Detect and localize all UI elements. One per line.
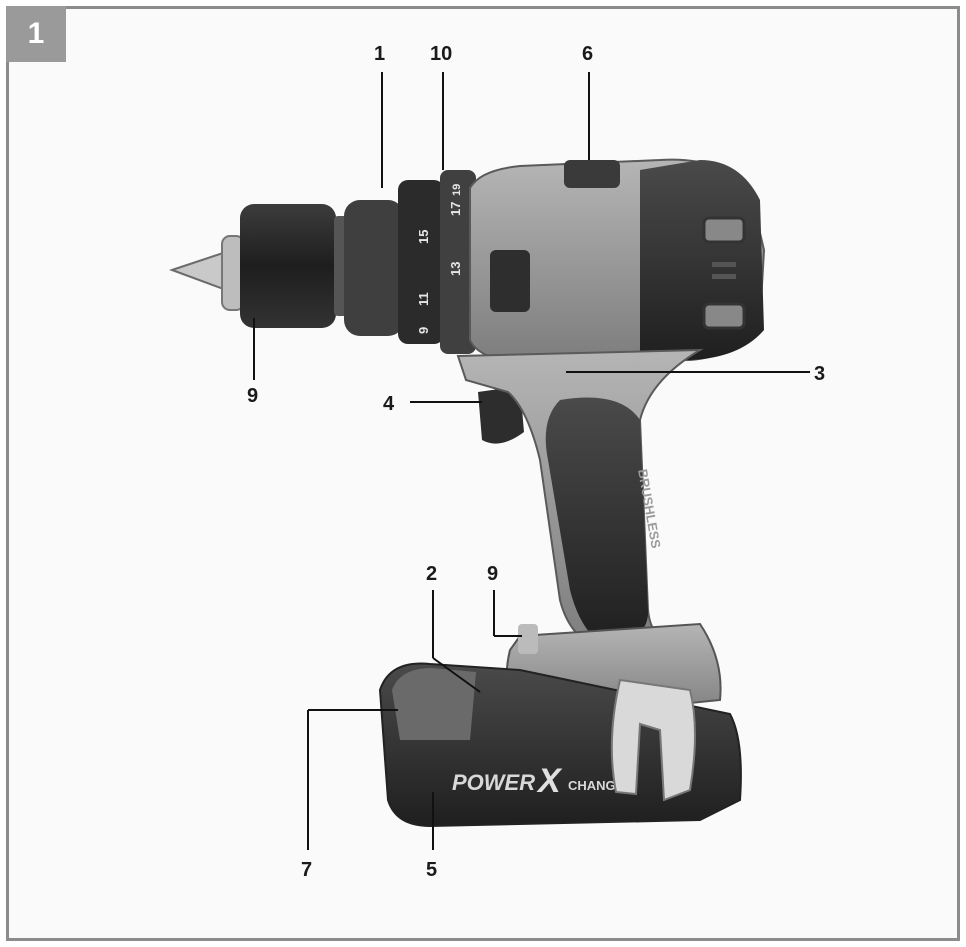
- callout-10: 10: [430, 43, 453, 65]
- leader-2b: [432, 657, 481, 693]
- torque-collar: 9 11 13 15 17 19: [398, 170, 476, 354]
- trigger-4: [478, 386, 524, 444]
- callout-9-battery: 9: [487, 563, 499, 585]
- mode-selector-6: [564, 160, 620, 188]
- battery-brand-change: CHANGE: [568, 778, 625, 793]
- torque-mark-11: 11: [416, 292, 431, 306]
- torque-mark-13: 13: [448, 262, 463, 276]
- chuck-sleeve: [240, 200, 404, 336]
- torque-mark-15: 15: [416, 230, 431, 244]
- figure-number: 1: [27, 17, 45, 50]
- callout-2: 2: [426, 563, 438, 585]
- chuck-tip: [168, 235, 245, 311]
- callout-6: 6: [582, 43, 594, 65]
- callout-1: 1: [374, 43, 386, 65]
- callout-3: 3: [814, 363, 826, 385]
- torque-mark-9: 9: [416, 327, 431, 334]
- leader-lines: [253, 72, 810, 850]
- callout-7: 7: [301, 859, 313, 881]
- motor-housing: [469, 158, 766, 364]
- battery-release-9: [518, 624, 538, 654]
- callout-4: 4: [383, 393, 395, 415]
- callout-9-chuck: 9: [247, 385, 259, 407]
- figure-number-tab: 1: [6, 6, 66, 62]
- belt-clip: [610, 678, 696, 802]
- battery-brand-x: X: [536, 762, 563, 800]
- torque-mark-19: 19: [451, 184, 463, 196]
- torque-mark-17: 17: [448, 202, 463, 216]
- callout-5: 5: [426, 859, 438, 881]
- battery-brand-power: POWER: [452, 770, 535, 795]
